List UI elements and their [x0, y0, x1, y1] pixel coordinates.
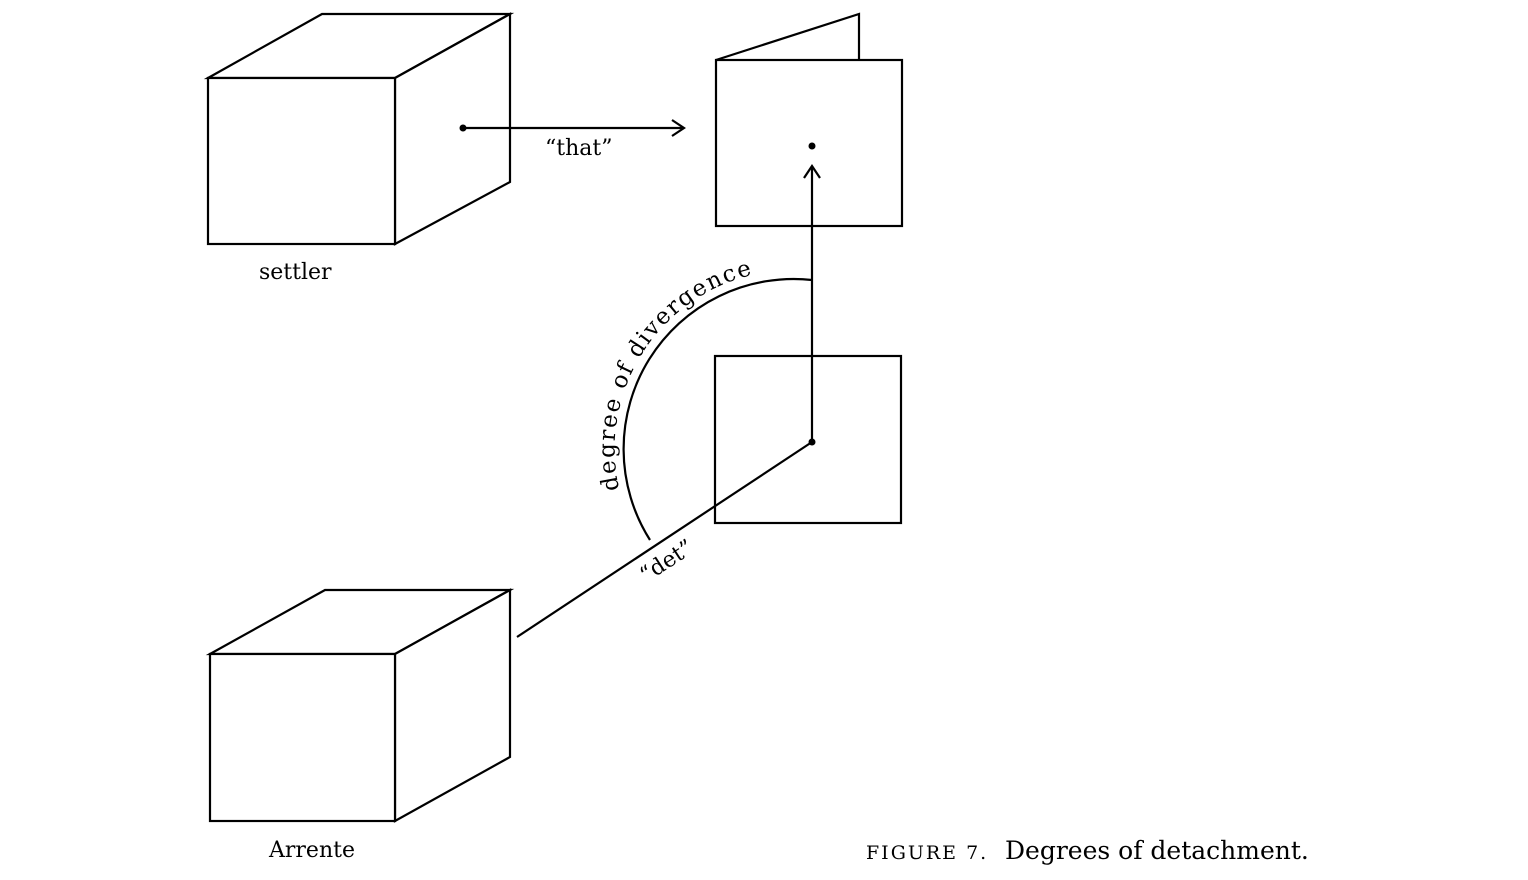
arrente-cube	[205, 588, 515, 823]
settler-origin-dot	[459, 124, 467, 132]
settler-cube-front-face	[206, 76, 397, 246]
det-line	[516, 441, 813, 638]
divergence-arc	[622, 277, 813, 541]
caption-prefix: FIGURE 7.	[866, 842, 988, 864]
target-top-dot	[808, 142, 816, 150]
settler-cube	[203, 12, 515, 246]
target-square-middle	[713, 354, 903, 525]
that-label: “that”	[545, 136, 612, 161]
divergence-arrowhead	[803, 164, 821, 179]
arrente-label: Arrente	[268, 838, 355, 863]
arrente-cube-front-face	[208, 652, 397, 823]
det-label: “det”	[636, 535, 699, 588]
target-square-flap	[715, 12, 861, 62]
target-square-top	[714, 12, 904, 228]
target-square-top-face	[714, 58, 904, 228]
caption-text: Degrees of detachment.	[1005, 836, 1309, 865]
that-arrowhead	[671, 119, 686, 137]
settler-label: settler	[259, 260, 332, 285]
